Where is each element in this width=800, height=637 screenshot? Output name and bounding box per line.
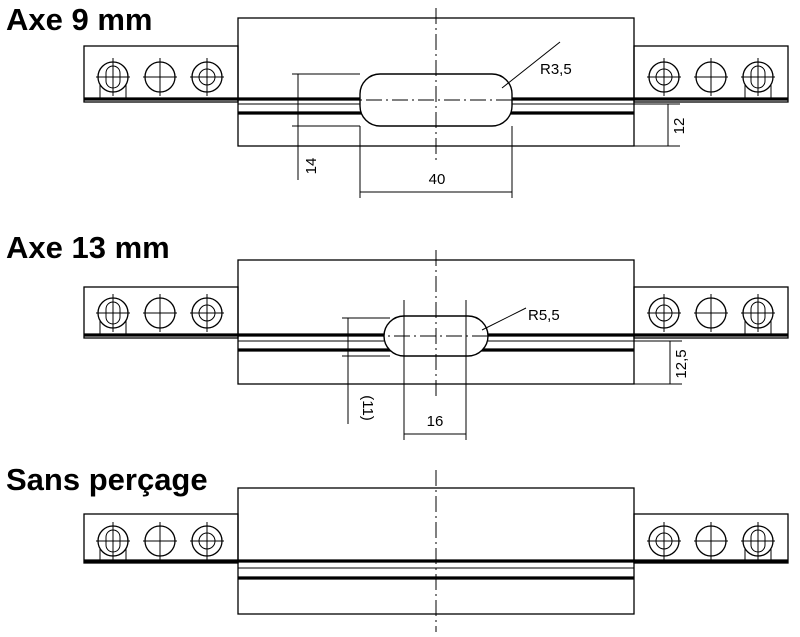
hole-group-right: [647, 522, 775, 561]
hole-group-right: [647, 58, 775, 99]
dimension-radius: R3,5: [540, 61, 572, 78]
right-bracket: [633, 513, 789, 564]
view-axe-9mm: Axe 9 mm: [6, 2, 789, 198]
dimension-offset: 12,5: [673, 349, 690, 378]
view-sans-percage: Sans perçage: [6, 462, 789, 632]
view-title: Sans perçage: [6, 462, 208, 497]
right-bracket: [633, 45, 789, 103]
left-bracket: [83, 45, 239, 103]
dimension-height: (11): [359, 395, 376, 421]
dimension-width: 40: [429, 171, 446, 188]
view-title: Axe 13 mm: [6, 230, 170, 265]
view-title: Axe 9 mm: [6, 2, 152, 37]
right-bracket: [633, 286, 789, 339]
dimension-width: 16: [427, 413, 444, 430]
dimension-radius: R5,5: [528, 307, 560, 324]
hole-group-left: [96, 294, 224, 335]
hole-group-left: [96, 58, 224, 99]
hole-group-right: [647, 294, 775, 335]
hole-group-left: [96, 522, 224, 561]
view-axe-13mm: Axe 13 mm: [6, 230, 789, 440]
radius-leader: [501, 41, 561, 89]
dimension-offset: 12: [671, 118, 688, 135]
dimension-height: 14: [303, 158, 320, 175]
left-bracket: [83, 513, 239, 564]
left-bracket: [83, 286, 239, 339]
radius-leader: [481, 307, 527, 331]
